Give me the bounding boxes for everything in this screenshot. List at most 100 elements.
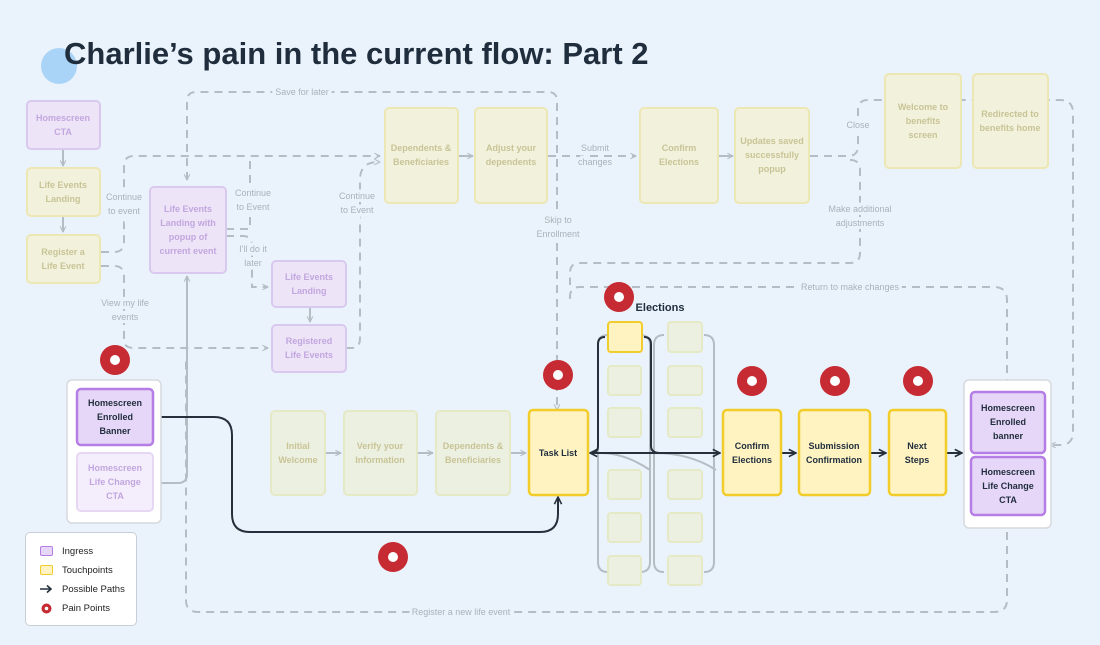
node-submission-confirmation xyxy=(797,408,872,497)
election-option-boxes xyxy=(607,321,703,586)
elections-label: Elections xyxy=(636,302,685,314)
node-homescreen-enrolled-left xyxy=(75,387,155,447)
node-redirected-benefits xyxy=(972,73,1049,169)
election-option xyxy=(607,407,642,438)
path-save-for-later xyxy=(187,91,557,410)
election-option-active xyxy=(607,321,643,353)
election-option xyxy=(607,469,642,500)
node-welcome-benefits xyxy=(884,73,962,169)
legend-label: Possible Paths xyxy=(62,583,125,595)
pain-point-icon xyxy=(40,603,53,614)
ingress-swatch xyxy=(40,546,53,556)
pain-point-icon xyxy=(378,542,408,572)
legend-item-paths: Possible Paths xyxy=(40,582,125,596)
path-additional-adjustments xyxy=(569,159,861,285)
path-register-new xyxy=(185,360,1008,613)
faded-ingress-nodes xyxy=(26,100,347,512)
faded-touchpoint-nodes xyxy=(26,73,1049,496)
path-view-life-events xyxy=(101,265,268,348)
legend-label: Ingress xyxy=(62,545,94,557)
node-register-life-event xyxy=(26,234,101,284)
path-ill-do-later xyxy=(226,235,268,287)
node-homescreen-cta xyxy=(26,100,101,150)
touchpoint-swatch xyxy=(40,565,53,575)
path-close xyxy=(810,99,1074,445)
path-banner-to-tasklist xyxy=(154,416,558,533)
node-homescreen-life-change-right xyxy=(969,455,1047,517)
node-homescreen-life-change-left xyxy=(76,452,154,512)
legend-item-pain-points: Pain Points xyxy=(40,601,110,615)
node-life-events-landing xyxy=(26,167,101,217)
active-ingress-nodes xyxy=(75,387,1047,517)
node-task-list xyxy=(527,408,590,497)
arrow-lifechange-to-popup xyxy=(154,276,187,484)
election-option xyxy=(667,321,703,353)
election-option xyxy=(667,365,703,396)
page-title: Charlie’s pain in the current flow: Part… xyxy=(64,36,649,71)
edge-label: Close xyxy=(846,120,869,130)
edge-label: Return to make changes xyxy=(801,282,900,292)
pain-point-icon xyxy=(820,366,850,396)
edge-label: Register a new life event xyxy=(412,607,511,617)
pain-point-icon xyxy=(543,360,573,390)
node-confirm-elections xyxy=(721,408,783,497)
faded-dashed-paths xyxy=(101,91,1074,613)
node-homescreen-enrolled-right xyxy=(969,390,1047,455)
election-option xyxy=(667,407,703,438)
node-label: Dependents &Beneficiaries xyxy=(391,143,452,167)
node-verify-info xyxy=(343,410,418,496)
path-elections-bracket xyxy=(589,336,661,454)
node-updates-saved xyxy=(734,107,810,204)
legend-label: Pain Points xyxy=(62,602,111,614)
node-life-events-popup xyxy=(149,186,227,274)
node-deps-mid xyxy=(435,410,511,496)
election-option xyxy=(667,555,703,586)
legend: Ingress Touchpoints Possible Paths Pain … xyxy=(25,532,137,626)
node-initial-welcome xyxy=(270,410,326,496)
path-continue-1 xyxy=(101,156,380,253)
active-touchpoint-nodes xyxy=(527,408,948,497)
election-option xyxy=(667,469,703,500)
pain-point-icon xyxy=(737,366,767,396)
title-decoration-dot xyxy=(41,48,77,84)
node-life-events-landing-2 xyxy=(271,260,347,308)
path-continue-2 xyxy=(226,158,251,230)
node-label: Task List xyxy=(539,448,577,458)
node-label: Dependents &Beneficiaries xyxy=(443,441,504,465)
active-paths xyxy=(154,336,962,533)
edge-label: Save for later xyxy=(275,87,329,97)
pain-point-icon xyxy=(903,366,933,396)
election-option xyxy=(607,365,642,396)
election-option xyxy=(607,512,642,543)
pain-point-icon xyxy=(604,282,634,312)
legend-item-touchpoints: Touchpoints xyxy=(40,563,113,577)
node-adjust-dependents xyxy=(474,107,548,204)
node-confirm-top xyxy=(639,107,719,204)
node-next-steps xyxy=(887,408,948,497)
legend-item-ingress: Ingress xyxy=(40,544,93,558)
election-option xyxy=(607,555,642,586)
